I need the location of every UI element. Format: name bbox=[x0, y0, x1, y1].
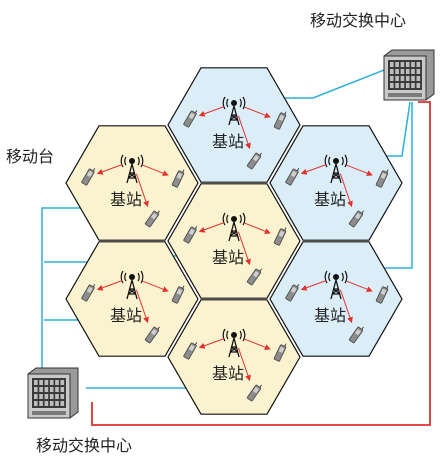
tower-icon bbox=[222, 328, 246, 358]
switch-cabinet-icon bbox=[383, 49, 435, 101]
cell-top: 基站 bbox=[167, 67, 301, 183]
cell-hexagon bbox=[167, 299, 301, 415]
base-station-label: 基站 bbox=[110, 306, 142, 325]
cell-right-top: 基站 bbox=[269, 125, 403, 241]
tower-icon bbox=[120, 154, 144, 184]
mobile-phone-icon bbox=[285, 167, 300, 186]
mobile-phone-icon bbox=[273, 227, 287, 246]
tower-icon bbox=[324, 270, 348, 300]
msc-top-label: 移动交换中心 bbox=[310, 11, 407, 30]
cell-grid: 基站基站基站基站基站基站基站 bbox=[65, 67, 403, 415]
msc-bottom-label: 移动交换中心 bbox=[36, 436, 133, 455]
link-msc-top-to-msc-bottom bbox=[91, 101, 431, 426]
base-station-label: 基站 bbox=[212, 132, 244, 151]
cell-left-bottom: 基站 bbox=[65, 241, 199, 357]
tower-icon bbox=[222, 96, 246, 126]
mobile-phone-icon bbox=[171, 285, 185, 304]
base-station-label: 基站 bbox=[212, 364, 244, 383]
cell-hexagon bbox=[65, 125, 199, 241]
mobile-phone-icon bbox=[144, 326, 160, 344]
switching-centers bbox=[27, 49, 435, 419]
mobile-phone-icon bbox=[171, 169, 185, 188]
mobile-phone-icon bbox=[183, 341, 198, 360]
mobile-station-label: 移动台 bbox=[6, 147, 55, 166]
tower-icon bbox=[324, 154, 348, 184]
cell-hexagon bbox=[167, 67, 301, 183]
mobile-phone-icon bbox=[183, 225, 198, 244]
mobile-phone-icon bbox=[285, 283, 300, 302]
mobile-phone-icon bbox=[81, 167, 96, 186]
base-station-label: 基站 bbox=[110, 190, 142, 209]
base-station-label: 基站 bbox=[314, 190, 346, 209]
mobile-phone-icon bbox=[246, 268, 262, 286]
mobile-phone-icon bbox=[246, 152, 262, 170]
mobile-phone-icon bbox=[273, 343, 287, 362]
mobile-phone-icon bbox=[246, 384, 262, 402]
tower-icon bbox=[120, 270, 144, 300]
mobile-phone-icon bbox=[375, 285, 389, 304]
mobile-phone-icon bbox=[348, 326, 364, 344]
mobile-phone-icon bbox=[183, 109, 198, 128]
mobile-phone-icon bbox=[273, 111, 287, 130]
mobile-phone-icon bbox=[144, 210, 160, 228]
switch-cabinet-icon bbox=[27, 367, 79, 419]
cell-left-top: 基站 bbox=[65, 125, 199, 241]
cell-hexagon bbox=[65, 241, 199, 357]
cell-hexagon bbox=[167, 183, 301, 299]
cell-bottom: 基站 bbox=[167, 299, 301, 415]
cell-hexagon bbox=[269, 125, 403, 241]
mobile-phone-icon bbox=[348, 210, 364, 228]
cell-right-bottom: 基站 bbox=[269, 241, 403, 357]
mobile-phone-icon bbox=[81, 283, 96, 302]
tower-icon bbox=[222, 212, 246, 242]
base-station-label: 基站 bbox=[212, 248, 244, 267]
mobile-phone-icon bbox=[375, 169, 389, 188]
cell-center: 基站 bbox=[167, 183, 301, 299]
cell-hexagon bbox=[269, 241, 403, 357]
base-station-label: 基站 bbox=[314, 306, 346, 325]
